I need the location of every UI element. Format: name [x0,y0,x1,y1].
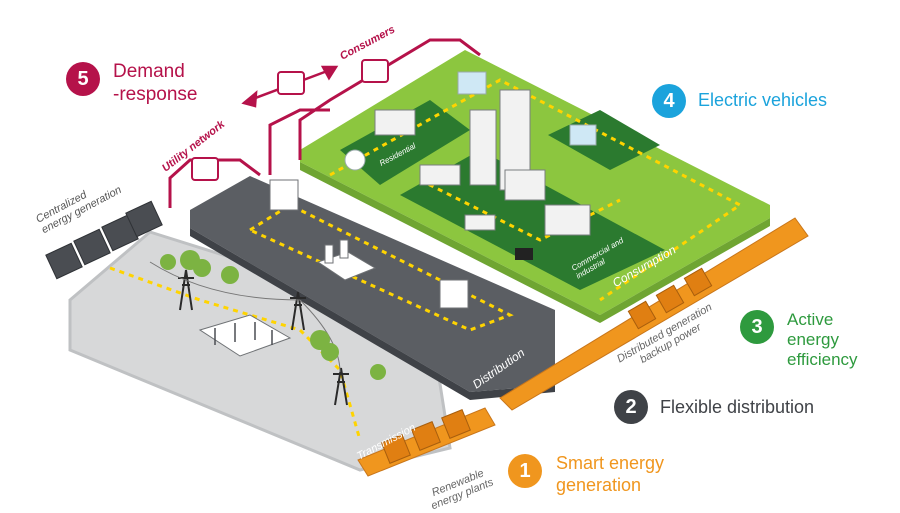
smart-generation-number: 1 [508,454,542,488]
demand-response-number: 5 [66,62,100,96]
electric-vehicles-number: 4 [652,84,686,118]
flexible-distribution-caption: Flexible distribution [660,397,815,417]
flexible-distribution-number: 2 [614,390,648,424]
smart-generation-caption: Smart energy generation [556,453,665,495]
transmission-flow [109,266,362,441]
monitor-icon-1 [191,157,219,181]
active-efficiency-caption: Active energy efficiency [787,310,858,369]
consumption-flow [329,78,743,302]
distribution-box-2 [439,279,469,309]
tower-1 [469,109,497,186]
distribution-box-1 [269,179,299,211]
monitor-icon-2 [277,71,305,95]
distribution-platform [190,176,555,392]
monitor-icon-3 [361,59,389,83]
distribution-flow [249,203,514,332]
residential-area [340,100,470,185]
electric-car [515,248,533,260]
transmission-platform [68,230,452,472]
electric-vehicles-caption: Electric vehicles [698,90,828,110]
active-efficiency-number: 3 [740,310,774,344]
substation [198,314,292,357]
commercial-area [400,150,665,290]
demand-response-caption: Demand -response [113,61,198,105]
